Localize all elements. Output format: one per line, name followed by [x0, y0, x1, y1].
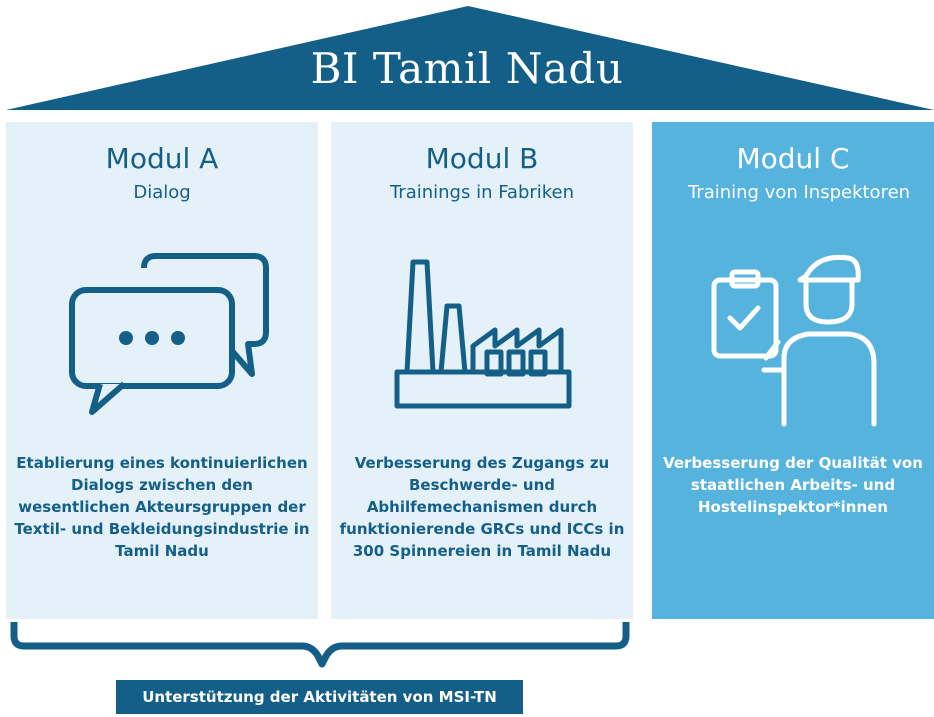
module-c-subtitle: Training von Inspektoren — [687, 182, 911, 203]
speech-bubbles-icon — [69, 253, 269, 415]
roof-shape — [6, 6, 934, 110]
module-b-title: Modul B — [425, 142, 539, 175]
bracket-shape — [10, 622, 630, 668]
module-a-panel: Modul A Dialog Etablierung eines kontinu… — [6, 122, 318, 619]
module-c-description: Verbesserung der Qualität von staatliche… — [663, 454, 923, 516]
bottom-label: Unterstützung der Aktivitäten von MSI-TN — [116, 680, 523, 714]
factory-icon — [394, 259, 572, 409]
module-a-description: Etablierung eines kontinuierlichen Dialo… — [14, 454, 310, 560]
inspector-icon — [711, 254, 877, 427]
module-a-subtitle: Dialog — [133, 182, 191, 203]
module-c-title: Modul C — [736, 142, 850, 175]
module-b-description: Verbesserung des Zugangs zu Beschwerde- … — [339, 454, 625, 560]
module-a-title: Modul A — [105, 142, 219, 175]
page-title: BI Tamil Nadu — [310, 44, 624, 93]
module-b-subtitle: Trainings in Fabriken — [389, 182, 575, 203]
module-c-panel: Modul C Training von Inspektoren Verbess… — [652, 122, 934, 619]
module-b-panel: Modul B Trainings in Fabriken Verbesseru… — [331, 122, 633, 619]
